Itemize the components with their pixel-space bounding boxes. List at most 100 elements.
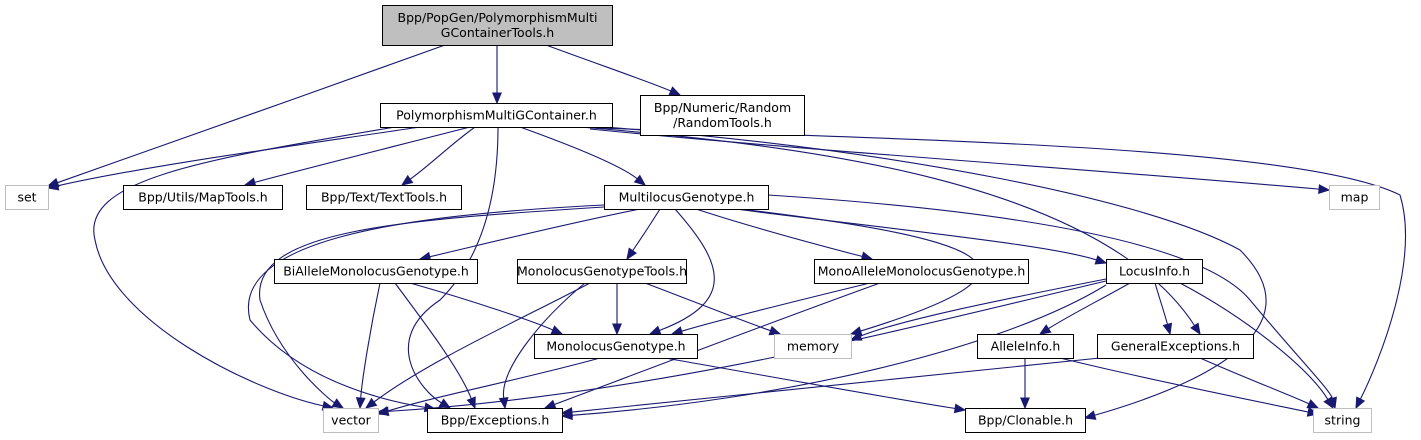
node-box — [604, 185, 769, 210]
node-label: GeneralExceptions.h — [1111, 339, 1240, 354]
node-alleleinfo[interactable]: AlleleInfo.h — [977, 334, 1074, 359]
node-map: map — [1329, 185, 1380, 210]
arrowhead-icon — [612, 323, 622, 336]
edge-pmgc-to-map — [589, 128, 1331, 195]
node-mgtools[interactable]: MonolocusGenotypeTools.h — [517, 259, 687, 284]
edge-pmgc-to-texttools — [400, 126, 476, 186]
node-root[interactable]: Bpp/PopGen/PolymorphismMultiGContainerTo… — [382, 5, 613, 46]
node-label: memory — [787, 339, 840, 354]
node-box — [640, 95, 805, 136]
arrowhead-icon — [492, 92, 502, 105]
node-box — [1313, 408, 1372, 433]
node-box — [977, 334, 1074, 359]
node-genexc[interactable]: GeneralExceptions.h — [1097, 334, 1254, 359]
node-label: Bpp/PopGen/PolymorphismMulti — [398, 10, 598, 25]
edge-line — [409, 126, 476, 180]
node-label: vector — [331, 413, 372, 428]
edge-pmgc-to-genexc — [579, 126, 1201, 336]
edge-multilocus-to-vector — [259, 206, 605, 409]
edge-line — [519, 126, 638, 180]
node-monoallele[interactable]: MonoAlleleMonolocusGenotype.h — [814, 259, 1029, 284]
node-string: string — [1313, 408, 1372, 433]
node-box — [534, 334, 698, 359]
edge-line — [1199, 357, 1310, 405]
node-box — [1106, 259, 1203, 284]
arrowhead-icon — [768, 325, 782, 336]
edge-alleleinfo-to-clonable — [1020, 357, 1030, 410]
arrowhead-icon — [953, 403, 967, 414]
node-multilocus[interactable]: MultilocusGenotype.h — [604, 185, 769, 210]
arrowhead-icon — [498, 396, 509, 410]
node-box — [774, 334, 852, 359]
edge-line — [659, 208, 715, 331]
arrowhead-icon — [1355, 396, 1366, 410]
node-label: MonoAlleleMonolocusGenotype.h — [818, 264, 1026, 279]
edge-line — [860, 278, 1107, 337]
edge-mgtools-to-exceptions — [498, 282, 586, 410]
edge-biallele-to-monolocus — [409, 282, 564, 335]
node-label: GContainerTools.h — [441, 25, 554, 40]
edge-root-to-randomtools — [545, 44, 682, 96]
node-box — [323, 408, 379, 433]
edge-line — [599, 127, 1406, 400]
edge-line — [589, 128, 1320, 190]
edge-line — [387, 357, 601, 412]
edge-mgtools-to-monolocus — [612, 283, 622, 336]
node-biallele[interactable]: BiAlleleMonolocusGenotype.h — [274, 259, 478, 284]
edge-mgtools-to-vector — [364, 282, 591, 409]
arrowhead-icon — [376, 406, 390, 416]
edge-line — [695, 208, 863, 257]
arrowhead-icon — [1323, 396, 1334, 410]
arrowhead-icon — [1318, 184, 1331, 195]
arrowhead-icon — [1094, 255, 1108, 265]
arrowhead-icon — [466, 396, 476, 410]
node-label: PolymorphismMultiGContainer.h — [396, 108, 597, 123]
node-vector: vector — [323, 408, 379, 433]
arrowhead-icon — [1190, 322, 1201, 336]
node-label: set — [17, 190, 36, 205]
arrowhead-icon — [1306, 399, 1320, 409]
node-exceptions[interactable]: Bpp/Exceptions.h — [427, 408, 563, 433]
arrowhead-icon — [633, 174, 647, 186]
node-pmgc[interactable]: PolymorphismMultiGContainer.h — [380, 103, 613, 128]
node-memory: memory — [774, 334, 852, 359]
node-texttools[interactable]: Bpp/Text/TextTools.h — [306, 185, 462, 210]
node-label: /RandomTools.h — [673, 115, 772, 130]
node-box — [382, 5, 613, 46]
edge-line — [387, 280, 1107, 412]
node-label: Bpp/Text/TextTools.h — [321, 190, 447, 205]
edge-line — [1179, 282, 1329, 400]
node-maptools[interactable]: Bpp/Utils/MapTools.h — [123, 185, 283, 210]
node-box — [965, 408, 1086, 433]
edge-genexc-to-string — [1199, 357, 1320, 409]
node-locusinfo[interactable]: LocusInfo.h — [1106, 259, 1203, 284]
arrowhead-icon — [364, 397, 378, 409]
edge-alleleinfo-to-string — [1059, 357, 1320, 417]
edge-line — [93, 126, 396, 407]
edge-multilocus-to-mgtools — [626, 208, 661, 261]
arrowhead-icon — [331, 398, 345, 409]
node-clonable[interactable]: Bpp/Clonable.h — [965, 408, 1086, 433]
node-label: MonolocusGenotype.h — [546, 339, 685, 354]
arrowhead-icon — [668, 86, 682, 96]
edge-line — [632, 208, 661, 252]
node-monolocus[interactable]: MonolocusGenotype.h — [534, 334, 698, 359]
edge-root-to-pmgc — [492, 45, 502, 105]
edge-multilocus-to-string — [767, 194, 1337, 410]
edge-line — [1154, 282, 1168, 325]
edge-line — [409, 282, 554, 331]
edge-line — [579, 126, 1196, 326]
edge-locusinfo-to-genexc — [1154, 282, 1173, 336]
arrowhead-icon — [626, 247, 638, 261]
node-box — [427, 408, 563, 433]
edge-line — [360, 282, 381, 399]
edge-line — [571, 357, 1101, 413]
arrowhead-icon — [560, 407, 573, 417]
node-randomtools[interactable]: Bpp/Numeric/Random/RandomTools.h — [640, 95, 805, 136]
edge-pmgc-to-set — [46, 126, 421, 191]
edge-line — [734, 208, 1097, 261]
edge-line — [739, 208, 980, 332]
node-box — [306, 185, 462, 210]
node-label: LocusInfo.h — [1119, 264, 1190, 279]
